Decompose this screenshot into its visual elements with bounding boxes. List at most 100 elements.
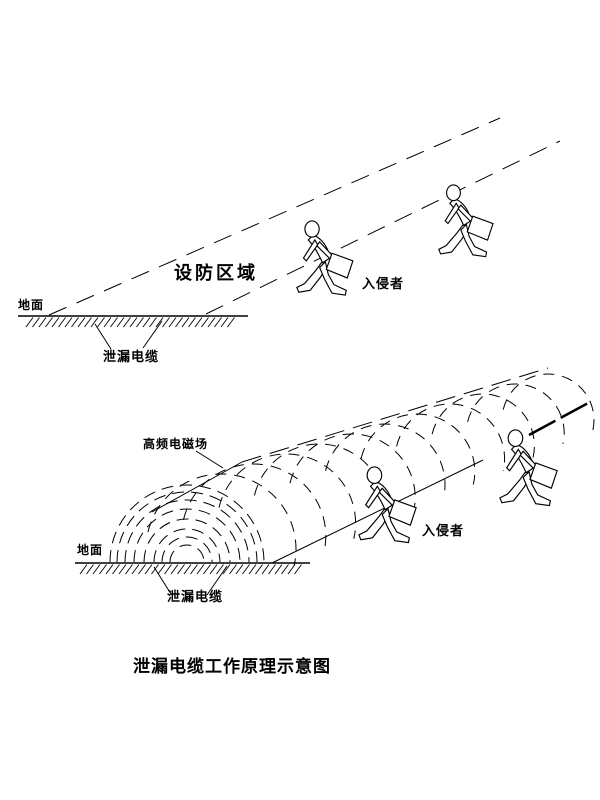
hatch-stroke [64,317,73,328]
hatch-stroke [92,564,101,575]
hatch-stroke [207,317,216,328]
hatch-stroke [194,317,203,328]
hatch-stroke [268,564,276,575]
hatch-stroke [131,564,140,575]
field-arc [169,544,205,563]
hatch-stroke [177,564,185,575]
far-ground-line [528,400,591,437]
hatch-stroke [214,317,222,328]
hatch-stroke [136,317,144,328]
hatch-stroke [32,317,40,328]
hatch-stroke [294,564,302,575]
intruder-4 [499,429,558,507]
hatch-stroke [79,564,88,575]
hatch-stroke [222,564,231,575]
tunnel-rib [502,373,595,431]
defense-zone-label: 设防区域 [174,263,258,284]
hatch-stroke [112,564,120,575]
hatch-stroke [196,564,205,575]
hatch-stroke [261,564,270,575]
field-arc [109,484,265,563]
hatch-stroke [77,317,86,328]
hatch-stroke [168,317,177,328]
hatch-stroke [116,317,125,328]
hatch-stroke [209,564,218,575]
hatch-stroke [144,564,153,575]
hatch-stroke [118,564,127,575]
top-cable-leader-right [142,320,163,349]
tunnel-rib [325,423,446,499]
bottom-cable-label: 泄漏电缆 [167,590,224,605]
hatch-stroke [149,317,157,328]
hatch-stroke [97,317,105,328]
hatch-stroke [281,564,289,575]
hatch-stroke [175,317,183,328]
top-intruder-label: 入侵者 [362,277,405,292]
hatch-stroke [86,564,94,575]
field-arc [161,536,213,563]
top-cable-leader-left [94,323,112,350]
tunnel-rib [467,383,565,445]
hatch-stroke [38,317,47,328]
intruder-2 [438,184,494,258]
defense-zone-lower-boundary [205,140,561,315]
hatch-stroke [99,564,107,575]
hatch-stroke [103,317,112,328]
hatch-stroke [125,564,133,575]
hatch-stroke [220,317,229,328]
field-arc [124,499,250,563]
hatch-stroke [190,564,198,575]
intruder-3 [358,466,417,544]
tunnel-silhouette-dashed [241,367,549,463]
bottom-cable-leader-right [206,565,228,596]
hatch-stroke [105,564,114,575]
hatch-stroke [248,564,257,575]
hatch-stroke [71,317,79,328]
bottom-ground-hatching [79,564,302,575]
hatch-stroke [229,564,237,575]
hatch-stroke [227,317,235,328]
hatch-stroke [170,564,179,575]
hatch-stroke [274,564,283,575]
figure-caption: 泄漏电缆工作原理示意图 [133,657,331,677]
em-field-label: 高频电磁场 [143,437,209,451]
top-ground-hatching [25,317,235,328]
defense-zone-upper-boundary [48,117,501,316]
bottom-ground-label: 地面 [77,543,104,557]
hatch-stroke [235,564,244,575]
top-panel [18,117,561,350]
hatch-stroke [110,317,118,328]
hatch-stroke [216,564,224,575]
hatch-stroke [203,564,211,575]
tunnel-rib [182,463,327,553]
hatch-stroke [129,317,138,328]
tunnel-rib [147,473,297,566]
tunnel-rib [396,403,506,472]
tunnel-rib [289,433,416,512]
hatch-stroke [51,317,60,328]
hatch-stroke [45,317,53,328]
tunnel-rib [360,413,476,485]
hatch-stroke [255,564,263,575]
hatch-stroke [181,317,190,328]
tunnel-rib [431,393,535,458]
top-cable-label: 泄漏电缆 [103,350,160,365]
em-field-front-arcs [109,484,265,563]
hatch-stroke [183,564,192,575]
field-label-leader [195,450,224,469]
hatch-stroke [188,317,196,328]
hatch-stroke [25,317,34,328]
tunnel-right-foot-line [271,459,484,564]
hatch-stroke [162,317,170,328]
hatch-stroke [242,564,250,575]
tunnel-rib [218,453,357,539]
hatch-stroke [164,564,172,575]
field-arc [133,508,241,563]
hatch-stroke [58,317,66,328]
top-ground-label: 地面 [18,298,45,312]
bottom-panel [75,367,595,596]
hatch-stroke [201,317,209,328]
intruder-1 [296,220,354,296]
